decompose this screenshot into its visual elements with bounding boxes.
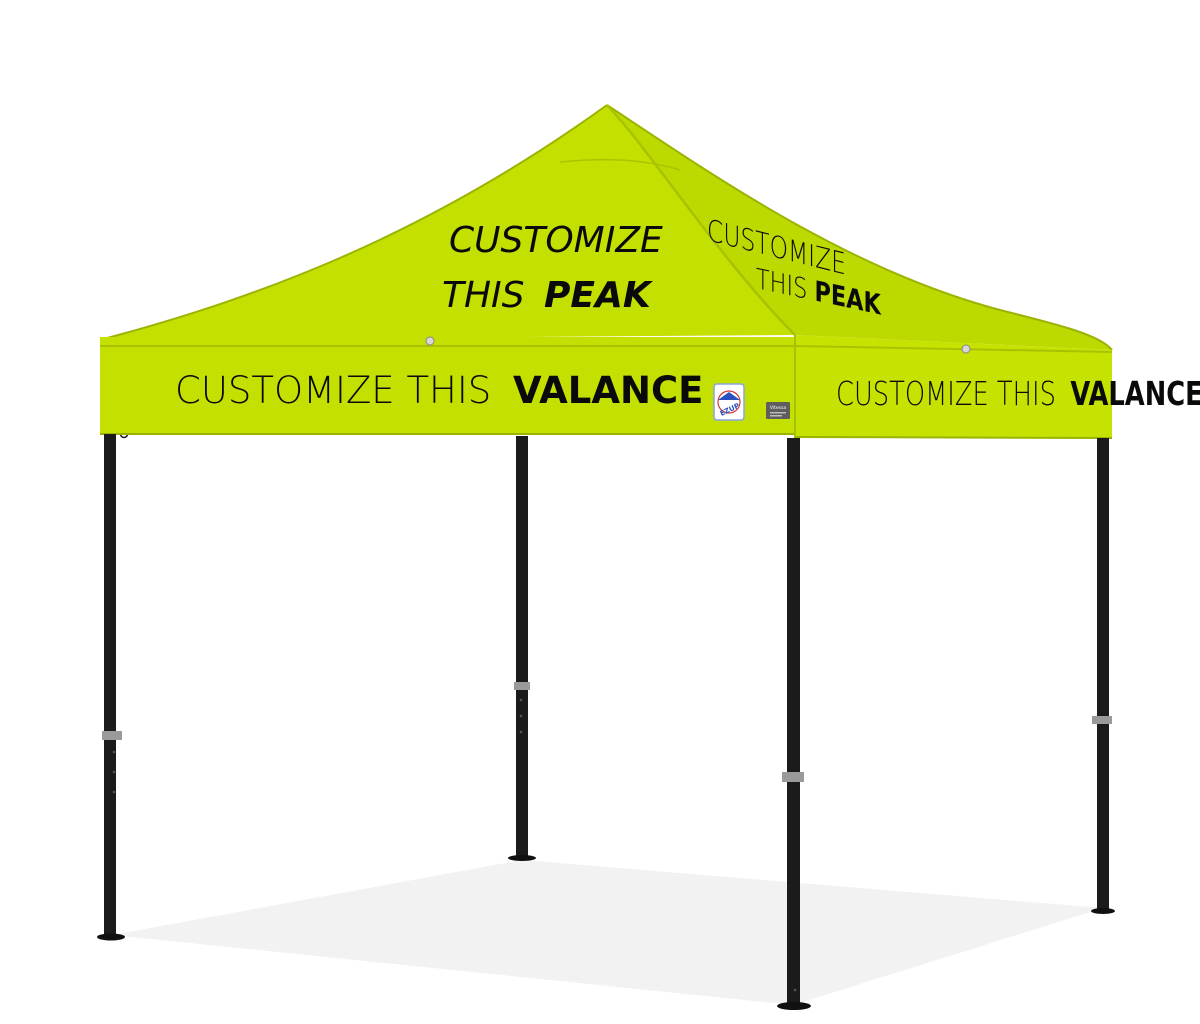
valance-side (795, 335, 1112, 438)
valance-side-light: CUSTOMIZE THIS (836, 375, 1056, 413)
peak-front-peak: PEAK (544, 275, 654, 316)
peak-front-line2: THIS PEAK (442, 275, 654, 316)
valance-front-bold: VALANCE (513, 369, 703, 412)
valance-front (100, 337, 795, 435)
roof-ridge-seam (606, 104, 796, 336)
grommet (425, 336, 435, 346)
leg-front-right (777, 440, 811, 1010)
peak-front-this: THIS (442, 275, 525, 316)
canopy-roof-side (607, 105, 1112, 350)
peak-front-line1: CUSTOMIZE (449, 220, 663, 261)
grommet (961, 344, 971, 354)
leg-front-left (97, 429, 129, 941)
brand-logo-badge: EZUP (713, 383, 745, 421)
valance-front-text: CUSTOMIZE THIS VALANCE (175, 369, 703, 412)
valance-side-text: CUSTOMIZE THIS VALANCE (836, 375, 1200, 413)
ground-shadow (112, 860, 1103, 1005)
leg-back-right (1091, 438, 1115, 914)
label-tag-text: Vitessa (770, 405, 786, 411)
valance-front-light: CUSTOMIZE THIS (175, 369, 491, 412)
canopy-roof-front (100, 105, 795, 340)
valance-side-bold: VALANCE (1070, 375, 1200, 413)
leg-back (508, 436, 536, 861)
label-tag: Vitessa (766, 402, 790, 419)
